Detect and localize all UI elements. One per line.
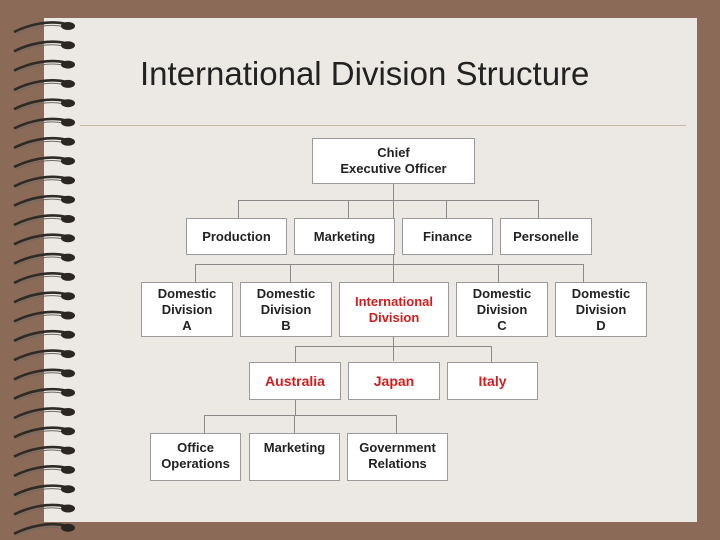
connector [446,200,447,218]
connector [204,415,397,416]
binding-ring-icon [13,368,75,382]
binding-ring-icon [13,156,75,170]
division-box-b: Domestic Division B [240,282,332,337]
connector [498,264,499,282]
connector [295,346,491,347]
connector [195,264,583,265]
binding-ring-icon [13,272,75,286]
department-box-marketing: Marketing [249,433,340,481]
binding-ring-icon [13,194,75,209]
connector [294,415,295,433]
connector [348,200,349,218]
connector [238,200,538,201]
binding-ring-icon [13,252,75,267]
country-box-australia: Australia [249,362,341,400]
binding-ring-icon [13,214,75,228]
binding-ring-icon [13,387,75,402]
binding-ring-icon [13,233,75,247]
notebook-spine [0,0,92,540]
binding-ring-icon [13,175,75,189]
connector [393,336,394,361]
binding-ring-icon [13,465,75,479]
binding-ring-icon [13,98,75,112]
connector [583,264,584,282]
binding-ring-icon [13,310,75,324]
connector [295,346,296,362]
function-box-production: Production [186,218,287,255]
binding-ring-icon [13,484,75,498]
binding-ring-icon [13,291,75,305]
country-box-italy: Italy [447,362,538,400]
country-box-japan: Japan [348,362,440,400]
connector [195,264,196,282]
connector [290,264,291,282]
department-box-office-operations: Office Operations [150,433,241,481]
binding-ring-icon [13,329,75,344]
division-box-a: Domestic Division A [141,282,233,337]
title-divider [80,125,686,126]
binding-ring-icon [13,117,75,131]
connector [393,183,394,201]
division-box-d: Domestic Division D [555,282,647,337]
division-box-c: Domestic Division C [456,282,548,337]
connector [538,200,539,218]
binding-ring-icon [13,407,75,421]
binding-ring-icon [13,349,75,363]
connector [204,415,205,433]
binding-ring-icon [13,21,75,35]
binding-ring-icon [13,79,75,93]
spiral-binding-rings [13,21,75,537]
page-title: International Division Structure [140,55,590,92]
binding-ring-icon [13,136,75,151]
connector [491,346,492,362]
binding-ring-icon [13,426,75,440]
connector [238,200,239,218]
connector [396,415,397,433]
function-box-personelle: Personelle [500,218,592,255]
binding-ring-icon [13,40,75,54]
department-box-government-relations: Government Relations [347,433,448,481]
binding-ring-icon [13,445,75,460]
function-box-finance: Finance [402,218,493,255]
binding-ring-icon [13,59,75,74]
binding-ring-icon [13,522,75,537]
binding-ring-icon [13,503,75,517]
ceo-box: Chief Executive Officer [312,138,475,184]
function-box-marketing: Marketing [294,218,395,255]
connector [295,399,296,415]
division-box-international: International Division [339,282,449,337]
